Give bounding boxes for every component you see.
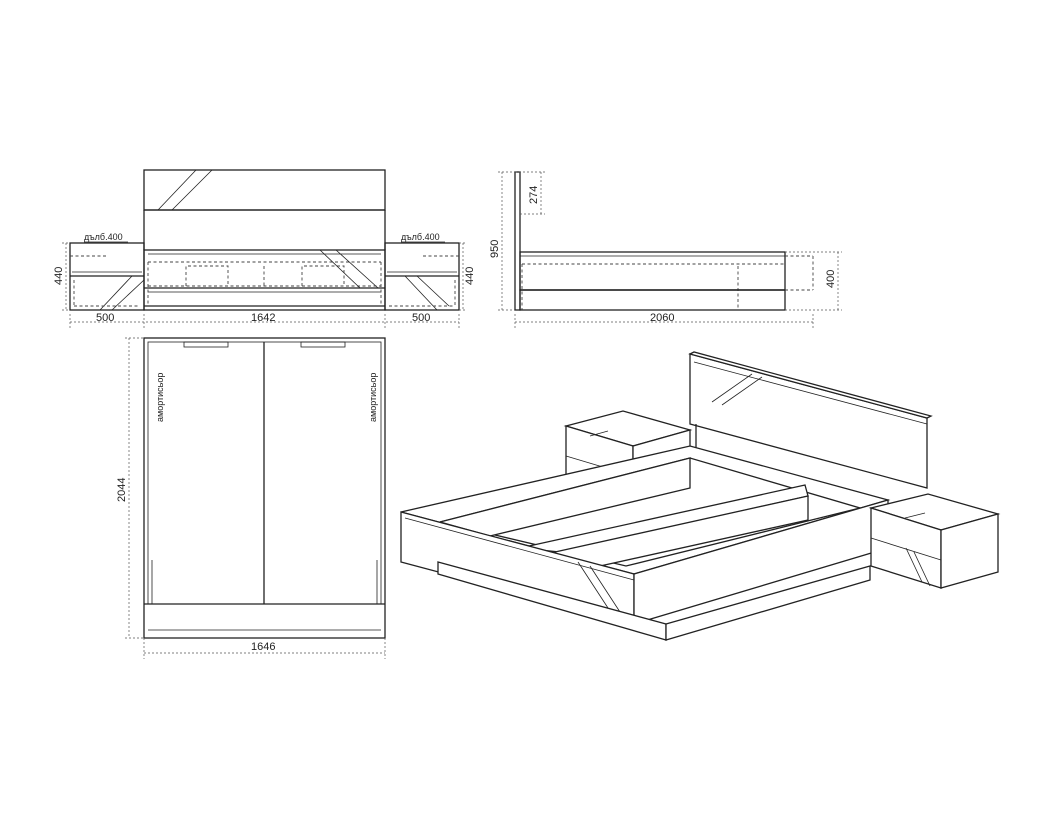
front-bed-frame (143, 249, 386, 311)
front-view: дълб.400 дълб.400 440 440 500 1642 500 (53, 169, 476, 328)
isometric-view (400, 351, 1001, 641)
dim-side-height: 400 (825, 270, 837, 288)
front-headboard-panel (143, 169, 386, 211)
side-bed-frame (519, 251, 786, 291)
dim-front-height-left: 440 (53, 267, 65, 285)
plan-bed-outline (143, 337, 386, 639)
dim-plan-length: 2044 (116, 478, 128, 502)
depth-note-left: дълб.400 (84, 232, 123, 242)
dim-front-height-right: 440 (464, 267, 476, 285)
side-headboard (514, 171, 521, 311)
dim-bed-length: 2060 (650, 312, 674, 324)
dim-nightstand-width-right: 500 (412, 312, 430, 324)
iso-bed-frame (400, 445, 891, 641)
damper-note-right: амортисьор (368, 373, 378, 422)
dim-headboard-top: 274 (528, 186, 540, 204)
dim-bed-width: 1642 (251, 312, 275, 324)
dim-nightstand-width-left: 500 (96, 312, 114, 324)
iso-headboard (688, 351, 933, 504)
plan-view: амортисьор амортисьор 2044 1646 (116, 337, 386, 659)
depth-note-right: дълб.400 (401, 232, 440, 242)
side-view: 274 950 400 2060 (489, 171, 842, 328)
dim-plan-width: 1646 (251, 641, 275, 653)
dim-total-height: 950 (489, 240, 501, 258)
damper-note-left: амортисьор (155, 373, 165, 422)
iso-nightstand-right (868, 493, 1001, 589)
